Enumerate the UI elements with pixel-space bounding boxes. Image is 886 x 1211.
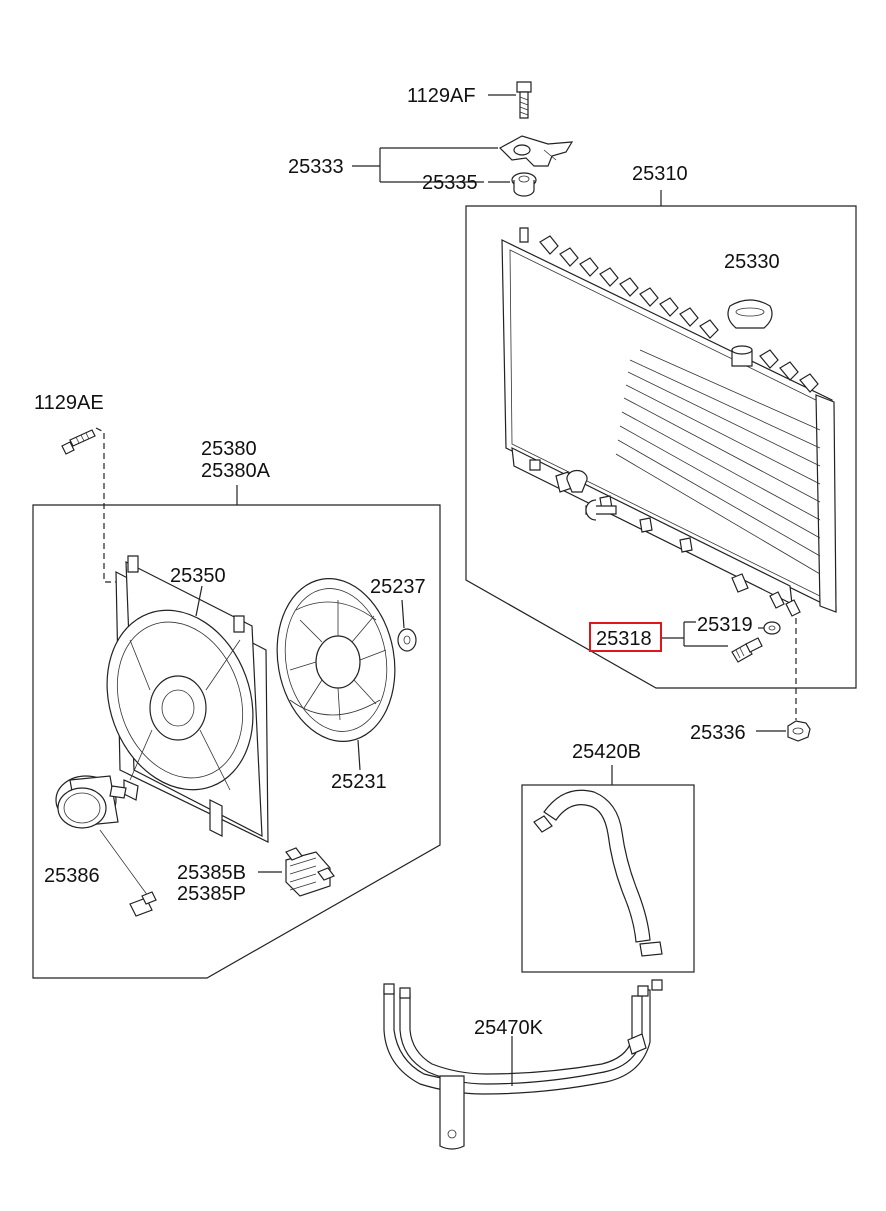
hose-25420b[interactable] (533, 789, 663, 957)
bracket-25333[interactable] (499, 135, 574, 167)
nut-25336[interactable] (787, 720, 811, 742)
label-25380: 25380 (201, 438, 257, 460)
radiator-25310[interactable] (501, 227, 837, 617)
bolt-1129ae[interactable] (61, 429, 96, 455)
fan-blade-25231[interactable] (265, 569, 408, 751)
fan-resistor-25385b[interactable] (285, 847, 335, 897)
label-25335: 25335 (422, 172, 478, 194)
label-25333: 25333 (288, 156, 344, 178)
label-25231: 25231 (331, 771, 387, 793)
label-25380a: 25380A (201, 460, 271, 482)
drain-plug-25318[interactable] (731, 637, 763, 663)
label-25385b: 25385B (177, 862, 246, 884)
bush-25335[interactable] (511, 172, 537, 197)
label-25319: 25319 (697, 614, 753, 636)
bolt-1129af[interactable] (516, 81, 532, 119)
label-25470k: 25470K (474, 1017, 544, 1039)
label-25310: 25310 (632, 163, 688, 185)
radiator-group-frame (465, 205, 857, 689)
washer-25237[interactable] (397, 628, 417, 652)
label-25385p: 25385P (177, 883, 246, 905)
label-1129ae: 1129AE (34, 392, 104, 414)
pipe-25470k[interactable] (383, 979, 663, 1150)
fan-group-frame (32, 504, 441, 979)
label-25237: 25237 (370, 576, 426, 598)
label-25318: 25318 (596, 628, 652, 650)
highlight-box-25318 (589, 622, 662, 652)
hose-group-frame (521, 784, 695, 973)
label-25420b: 25420B (572, 741, 641, 763)
label-25336: 25336 (690, 722, 746, 744)
label-25386: 25386 (44, 865, 100, 887)
label-25330: 25330 (724, 251, 780, 273)
fan-shroud-25350[interactable] (83, 555, 277, 843)
o-ring-25319[interactable] (763, 621, 781, 635)
label-1129af: 1129AF (407, 85, 476, 107)
label-25350: 25350 (170, 565, 226, 587)
fan-motor-25386[interactable] (55, 775, 157, 917)
cap-25330[interactable] (727, 299, 773, 329)
